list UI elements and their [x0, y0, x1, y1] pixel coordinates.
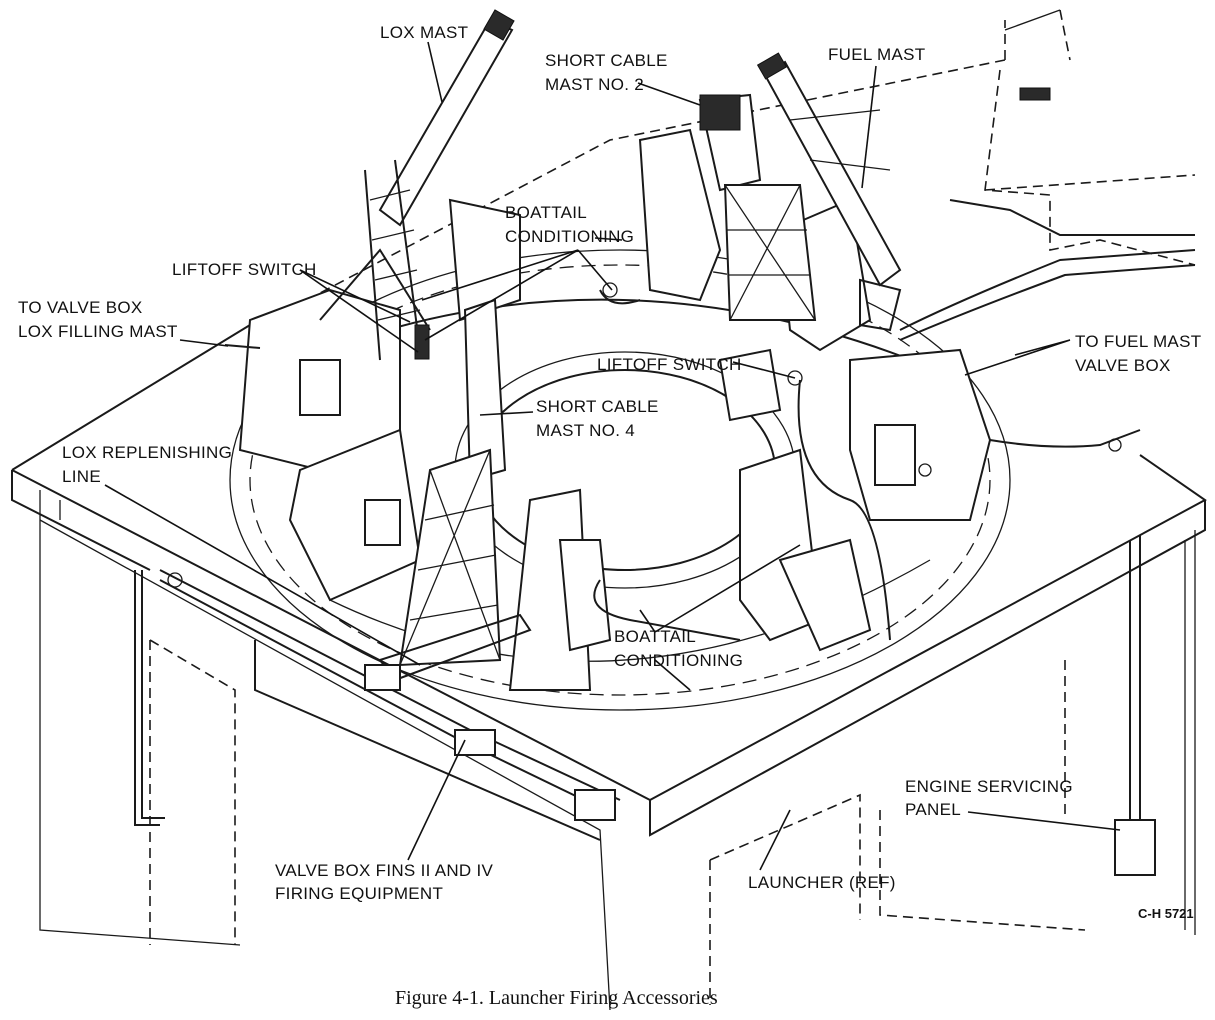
label-boattail-top-line1: BOATTAIL	[505, 203, 587, 222]
label-valve-box-fins-line2: FIRING EQUIPMENT	[275, 884, 443, 903]
label-lox-mast: LOX MAST	[380, 23, 468, 42]
drawing-reference: C-H 5721	[1138, 906, 1194, 921]
short-cable-mast-4	[378, 298, 532, 682]
label-lox-replenishing-line2: LINE	[62, 467, 101, 486]
launcher-platform	[11, 324, 1207, 1011]
label-liftoff-switch-left: LIFTOFF SWITCH	[172, 260, 317, 279]
support-fins	[238, 128, 992, 691]
label-boattail-bottom-line2: CONDITIONING	[614, 651, 743, 670]
label-fuel-valve-box-line2: VALVE BOX	[1075, 356, 1171, 375]
label-fuel-mast: FUEL MAST	[828, 45, 925, 64]
label-valve-box-lox-line1: TO VALVE BOX	[18, 298, 143, 317]
label-short-cable-mast-2-line1: SHORT CABLE	[545, 51, 668, 70]
label-short-cable-mast-2-line2: MAST NO. 2	[545, 75, 644, 94]
label-engine-servicing-line1: ENGINE SERVICING	[905, 777, 1073, 796]
label-short-cable-mast-4-line2: MAST NO. 4	[536, 421, 635, 440]
short-cable-mast-2	[698, 93, 817, 321]
label-valve-box-lox-line2: LOX FILLING MAST	[18, 322, 178, 341]
label-engine-servicing-line2: PANEL	[905, 800, 961, 819]
leader-lines	[104, 41, 1121, 871]
label-short-cable-mast-4-line1: SHORT CABLE	[536, 397, 659, 416]
label-liftoff-switch-right: LIFTOFF SWITCH	[597, 355, 742, 374]
label-lox-replenishing-line1: LOX REPLENISHING	[62, 443, 232, 462]
fuel-mast	[756, 52, 902, 332]
label-boattail-bottom-line1: BOATTAIL	[614, 627, 696, 646]
callouts: LOX MAST SHORT CABLE MAST NO. 2 FUEL MAS…	[18, 23, 1201, 921]
piping	[134, 199, 1196, 876]
label-boattail-top-line2: CONDITIONING	[505, 227, 634, 246]
label-valve-box-fins-line1: VALVE BOX FINS II AND IV	[275, 861, 494, 880]
figure-caption: Figure 4-1. Launcher Firing Accessories	[395, 987, 718, 1009]
label-launcher-ref: LAUNCHER (REF)	[748, 873, 896, 892]
lox-mast	[319, 9, 515, 361]
label-fuel-valve-box-line1: TO FUEL MAST	[1075, 332, 1201, 351]
